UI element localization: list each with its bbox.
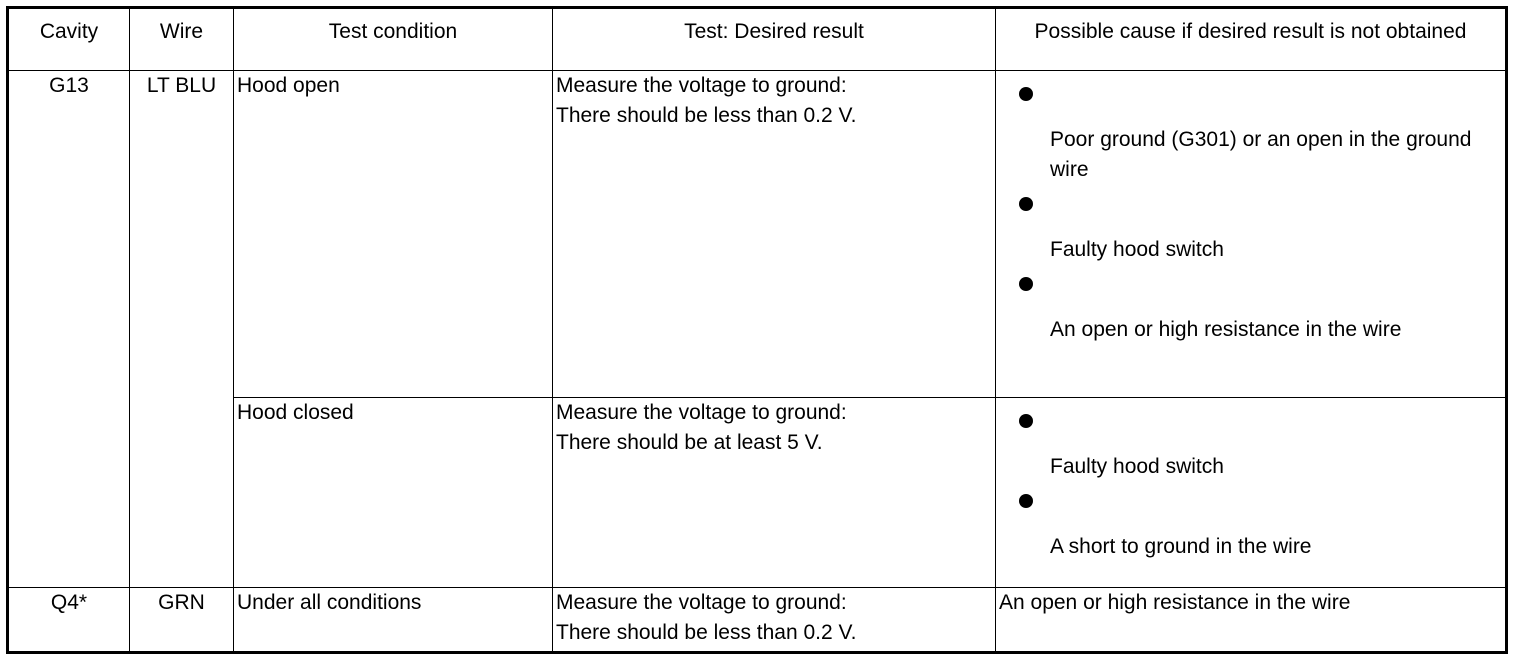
list-item: Faulty hood switch — [1019, 414, 1502, 482]
cause-list: Poor ground (G301) or an open in the gro… — [999, 72, 1502, 346]
cause-cell: Faulty hood switch A short to ground in … — [995, 397, 1507, 588]
bullet-dot-icon — [1019, 197, 1033, 211]
table-row: Q4* GRN Under all conditions Measure the… — [7, 587, 1507, 653]
bullet-dot-icon — [1019, 494, 1033, 508]
cause-text: Faulty hood switch — [1050, 238, 1224, 261]
cause-text: A short to ground in the wire — [1050, 535, 1312, 558]
result-line: Measure the voltage to ground: — [556, 591, 847, 614]
table-row: Hood closed Measure the voltage to groun… — [8, 397, 1507, 588]
cavity-cell: G13 — [7, 70, 130, 588]
result-line: There should be less than 0.2 V. — [556, 104, 857, 127]
result-cell: Measure the voltage to ground: There sho… — [552, 70, 996, 398]
result-line: Measure the voltage to ground: — [556, 74, 847, 97]
cause-text: Faulty hood switch — [1050, 455, 1224, 478]
header-test-condition: Test condition — [233, 7, 553, 71]
header-wire: Wire — [129, 7, 234, 71]
result-line: There should be at least 5 V. — [556, 431, 823, 454]
cause-text: An open or high resistance in the wire — [1050, 318, 1402, 341]
list-item: An open or high resistance in the wire — [1019, 277, 1502, 345]
result-cell: Measure the voltage to ground: There sho… — [552, 397, 996, 588]
cause-list: Faulty hood switch A short to ground in … — [999, 399, 1502, 563]
condition-cell: Hood open — [233, 70, 553, 398]
result-cell: Measure the voltage to ground: There sho… — [552, 587, 996, 653]
bullet-dot-icon — [1019, 414, 1033, 428]
result-line: There should be less than 0.2 V. — [556, 621, 857, 644]
table-header-row: Cavity Wire Test condition Test: Desired… — [7, 7, 1507, 71]
cavity-cell: Q4* — [7, 587, 130, 653]
list-item: A short to ground in the wire — [1019, 494, 1502, 562]
diagnostic-test-table: Cavity Wire Test condition Test: Desired… — [6, 6, 1508, 654]
header-cavity: Cavity — [7, 7, 130, 71]
cause-text: Poor ground (G301) or an open in the gro… — [1050, 128, 1472, 181]
wire-cell: GRN — [129, 587, 234, 653]
header-desired-result: Test: Desired result — [552, 7, 996, 71]
header-possible-cause: Possible cause if desired result is not … — [995, 7, 1507, 71]
condition-cell: Hood closed — [233, 397, 553, 588]
list-item: Faulty hood switch — [1019, 197, 1502, 265]
bullet-dot-icon — [1019, 87, 1033, 101]
bullet-dot-icon — [1019, 277, 1033, 291]
cause-cell: Poor ground (G301) or an open in the gro… — [995, 70, 1507, 398]
result-line: Measure the voltage to ground: — [556, 401, 847, 424]
condition-cell: Under all conditions — [233, 587, 553, 653]
table-row: G13 LT BLU Hood open Measure the voltage… — [7, 70, 1507, 588]
list-item: Poor ground (G301) or an open in the gro… — [1019, 87, 1502, 185]
cause-cell: An open or high resistance in the wire — [995, 587, 1507, 653]
wire-cell: LT BLU — [129, 70, 234, 588]
